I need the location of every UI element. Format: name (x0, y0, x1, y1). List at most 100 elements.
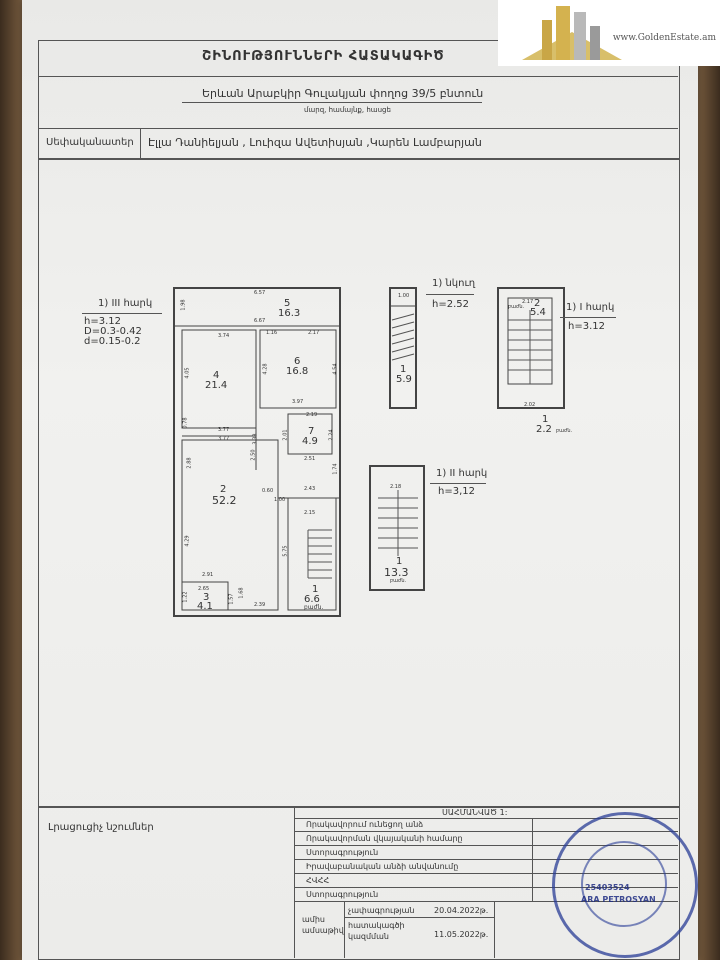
floor3-wall-D: D=0.3-0.42 (84, 326, 142, 337)
footer-row-label: Ստորագրություն (306, 848, 379, 857)
dim: 3.77 (218, 427, 230, 433)
footer-row-label: Որակավորման վկայականի համարը (306, 834, 463, 843)
dim: 1.16 (266, 330, 278, 336)
floor1-room-1-number: 1 (542, 414, 549, 425)
goldenestate-logo: www.GoldenEstate.am (498, 0, 720, 66)
measure-date: 20.04.2022թ. (434, 906, 489, 915)
dim: 3.97 (292, 399, 304, 405)
dim: 2.02 (524, 402, 536, 408)
room-4-area: 21.4 (205, 380, 228, 391)
stamp-code: 25403524 (585, 883, 630, 892)
dim: 1.98 (180, 299, 187, 311)
notes-label: Լրացուցիչ նշումներ (48, 822, 154, 833)
dim: 2.17 (308, 330, 320, 336)
document-title: ՇԻՆՈՒԹՅՈՒՆՆԵՐԻ ՀԱՏԱԿԱԳԻԾ (202, 49, 445, 64)
floor1-room-2-unit: բաժն. (508, 304, 525, 310)
floor3-label: 1) III հարկ (98, 298, 153, 309)
dim: 1.00 (398, 293, 410, 299)
floor-plans-drawing (173, 287, 565, 617)
dim: 2.51 (304, 456, 316, 462)
floor2-height: h=3,12 (438, 486, 475, 497)
room-2-area: 52.2 (212, 494, 237, 507)
dim: 3.74 (218, 333, 230, 339)
basement-height: h=2.52 (432, 299, 469, 310)
room-7-number: 7 (308, 426, 315, 437)
floor2-room-unit: բաժն. (390, 578, 407, 584)
room-1-area: 6.6 (304, 594, 320, 605)
header-frame (38, 40, 680, 160)
floor-plan-sheet: ՇԻՆՈՒԹՅՈՒՆՆԵՐԻ ՀԱՏԱԿԱԳԻԾ Երևան Արաբկիր Գ… (22, 0, 698, 960)
dim: 3.33 (252, 433, 259, 445)
floor2-label: 1) II հարկ (436, 468, 488, 479)
dim: 4.54 (332, 363, 339, 375)
floor1-room-1-unit: բաժն. (556, 428, 573, 434)
date-block-label: ամիս ամսաթիվ (302, 915, 344, 935)
floor2-room-area: 13.3 (384, 566, 409, 579)
basement-room-area: 5.9 (396, 374, 412, 385)
footer-table-title: ՍԱՀՄԱՆՎԱԾ 1: (442, 808, 508, 817)
dim: 1.68 (238, 587, 245, 599)
floor1-height: h=3.12 (568, 321, 605, 332)
basement-room-number: 1 (400, 364, 407, 375)
dim: 2.24 (328, 429, 335, 441)
floor1-room-2-number: 2 (534, 298, 541, 309)
dim: 4.05 (184, 367, 191, 379)
dim: 6.57 (254, 290, 266, 296)
footer-row-label: ՀՎՀՀ (306, 876, 330, 885)
room-1-unit: բաժն. (304, 604, 324, 611)
owners-value: Էլլա Դանիելյան , Լուիզա Ավետիսյան ,Կարեն… (148, 136, 482, 149)
floor1-room-1-area: 2.2 (536, 424, 552, 435)
footer-row-label: Ստորագրություն (306, 890, 379, 899)
dim: 2.88 (186, 457, 193, 469)
dim: 1.57 (228, 593, 235, 605)
dim: 3.77 (218, 436, 230, 442)
room-3-area: 4.1 (197, 601, 213, 612)
official-stamp: 25403524 ARA PETROSYAN (552, 812, 698, 958)
footer-row-label: Որակավորում ունեցող անձ (306, 820, 424, 829)
address-value: Երևան Արաբկիր Գուլակյան փողոց 39/5 բնտու… (202, 87, 484, 100)
owners-label: Սեփականատեր (46, 137, 134, 148)
stamp-name: ARA PETROSYAN (581, 895, 656, 904)
made-date: 11.05.2022թ. (434, 930, 489, 939)
dim: 4.28 (262, 363, 269, 375)
dim: 0.78 (182, 417, 189, 429)
dim: 2.65 (198, 586, 210, 592)
dim: 2.91 (202, 572, 214, 578)
dim: 1.74 (332, 463, 339, 475)
dim: 2.15 (304, 510, 316, 516)
dim: 2.39 (254, 602, 266, 608)
dim: 2.19 (306, 412, 318, 418)
floor3-wall-d: d=0.15-0.2 (84, 336, 141, 347)
made-label: հատակագծի կազմման (348, 921, 405, 941)
room-1-number: 1 (312, 584, 319, 595)
measure-label: չափագրության (348, 906, 415, 915)
building-logo-icon (522, 6, 622, 60)
dim: 4.29 (184, 535, 191, 547)
dim: 1.00 (274, 497, 286, 503)
floor1-room-2-area: 5.4 (530, 307, 546, 318)
room-6-number: 6 (294, 356, 301, 367)
room-6-area: 16.8 (286, 366, 309, 377)
dim: 2.18 (390, 484, 402, 490)
dim: 2.43 (304, 486, 316, 492)
dim: 0.60 (262, 488, 274, 494)
room-7-area: 4.9 (302, 436, 318, 447)
plan-frame (38, 158, 680, 808)
room-4-number: 4 (213, 370, 220, 381)
room-5-area: 16.3 (278, 308, 301, 319)
dim: 5.75 (282, 545, 289, 557)
dim: 2.01 (282, 429, 289, 441)
dim: 2.17 (522, 299, 534, 305)
basement-label: 1) նկուղ (432, 278, 476, 289)
dim: 2.50 (250, 449, 257, 461)
logo-site: www.GoldenEstate.am (612, 33, 716, 43)
footer-row-label: Իրավաբանական անձի անվանումը (306, 862, 459, 871)
room-5-number: 5 (284, 298, 291, 309)
room-3-number: 3 (203, 592, 210, 603)
dim: 6.67 (254, 318, 266, 324)
address-caption: մարզ, համայնք, հասցե (304, 106, 391, 114)
floor1-label: 1) I հարկ (566, 302, 615, 313)
floor3-height: h=3.12 (84, 316, 121, 327)
room-2-number: 2 (220, 484, 227, 495)
floor2-room-number: 1 (396, 556, 403, 567)
